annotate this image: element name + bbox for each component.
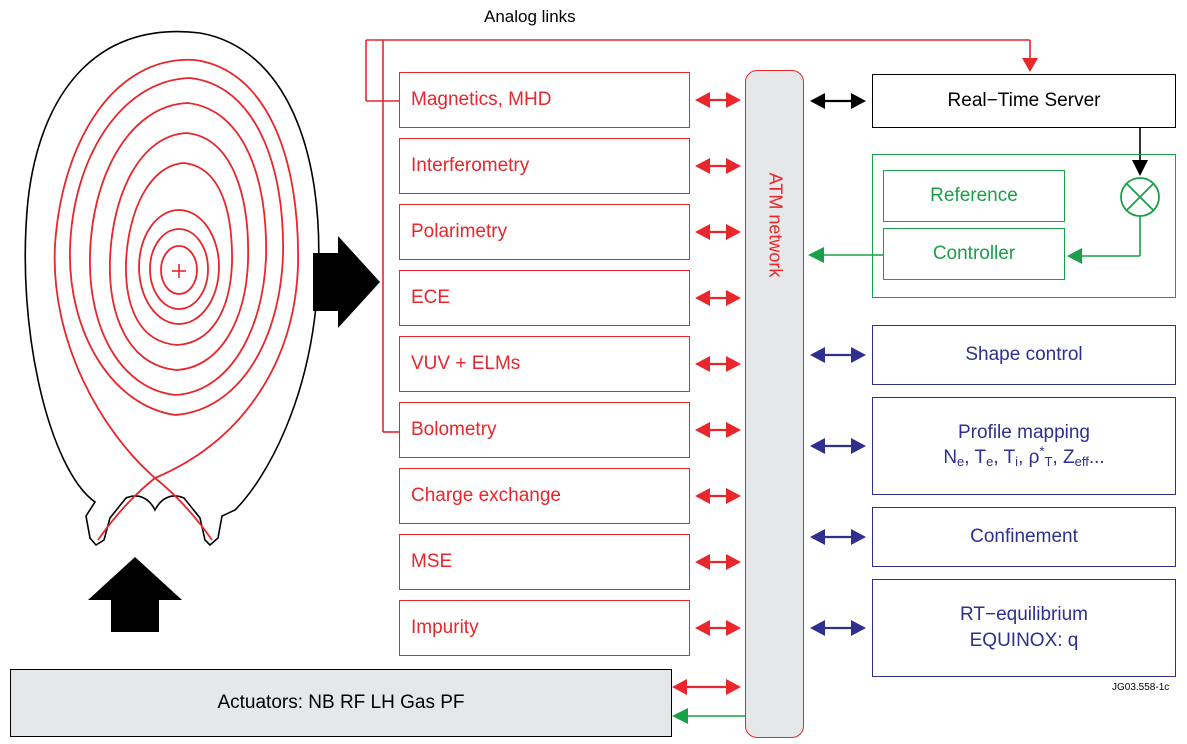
- control-group: [872, 154, 1176, 298]
- diagnostic-label: MSE: [411, 551, 453, 572]
- diagnostic-box: Magnetics, MHD: [399, 72, 690, 128]
- diagnostic-link-arrow-icon: [695, 356, 741, 372]
- reference-box: Reference: [883, 170, 1065, 222]
- profile-mapping-box: Profile mapping Ne, Te, Ti, ρ*T, Zeff...: [872, 397, 1176, 495]
- real-time-server-label: Real−Time Server: [947, 90, 1101, 111]
- server-down-arrowhead-icon: [1132, 160, 1148, 176]
- big-right-arrow-icon: [313, 236, 380, 328]
- diagnostic-label: ECE: [411, 287, 451, 308]
- controller-label: Controller: [932, 243, 1016, 264]
- diagnostic-link-arrow-icon: [695, 290, 741, 306]
- flux-surfaces: [69, 77, 284, 416]
- rt-equilibrium-box: RT−equilibrium EQUINOX: q: [872, 579, 1176, 677]
- module-link-arrow-icon: [810, 347, 866, 363]
- flux-surface-6: [149, 228, 209, 310]
- magnetic-axis-icon: [172, 264, 186, 278]
- controller-box: Controller: [883, 228, 1065, 280]
- flux-surface-3: [109, 132, 250, 371]
- diagnostic-link-arrow-icon: [695, 92, 741, 108]
- shape-control-box: Shape control: [872, 325, 1176, 385]
- rt-equilibrium-title: RT−equilibrium: [960, 604, 1088, 626]
- separatrix: [53, 59, 299, 541]
- diagnostic-box: VUV + ELMs: [399, 336, 690, 392]
- diagnostic-label: Polarimetry: [411, 221, 508, 242]
- big-up-arrow-icon: [88, 557, 182, 632]
- module-link-arrow-icon: [810, 438, 866, 454]
- diagnostic-box: MSE: [399, 534, 690, 590]
- rt-equilibrium-subtitle: EQUINOX: q: [969, 630, 1079, 651]
- profile-mapping-params: Ne, Te, Ti, ρ*T, Zeff...: [943, 443, 1105, 469]
- flux-surface-5: [138, 209, 220, 325]
- diagnostic-box: Polarimetry: [399, 204, 690, 260]
- diagnostic-link-arrow-icon: [695, 224, 741, 240]
- actuators-label: Actuators: NB RF LH Gas PF: [217, 692, 465, 713]
- flux-surface-1: [69, 77, 284, 416]
- diagnostic-label: Charge exchange: [411, 485, 561, 506]
- diagnostic-label: Magnetics, MHD: [411, 89, 552, 110]
- controller-to-network-arrowhead-icon: [808, 247, 824, 263]
- analog-link-arrowhead-icon: [1022, 58, 1038, 72]
- diagnostic-box: Impurity: [399, 600, 690, 656]
- diagnostic-label: Bolometry: [411, 419, 497, 440]
- flux-surface-2: [89, 102, 267, 396]
- confinement-box: Confinement: [872, 507, 1176, 567]
- server-link-arrow-icon: [810, 93, 866, 109]
- confinement-label: Confinement: [970, 526, 1078, 547]
- diagnostic-link-arrow-icon: [695, 620, 741, 636]
- diagnostic-box: Interferometry: [399, 138, 690, 194]
- actuator-link-arrow-icon: [672, 679, 741, 695]
- module-link-arrow-icon: [810, 620, 866, 636]
- diagnostic-link-arrow-icon: [695, 554, 741, 570]
- diagnostic-box: Bolometry: [399, 402, 690, 458]
- analog-links-label: Analog links: [484, 7, 576, 26]
- tokamak-vessel-outline: [24, 30, 320, 547]
- diagnostic-box: ECE: [399, 270, 690, 326]
- flux-surface-7: [160, 245, 198, 295]
- diagnostic-link-arrow-icon: [695, 422, 741, 438]
- network-to-actuators-arrowhead-icon: [672, 708, 688, 724]
- junction-to-controller-arrowhead-icon: [1067, 248, 1082, 264]
- real-time-server-box: Real−Time Server: [872, 74, 1176, 128]
- flux-surface-4: [125, 162, 233, 346]
- diagnostic-box: Charge exchange: [399, 468, 690, 524]
- diagnostic-label: Interferometry: [411, 155, 530, 176]
- atm-network-label: ATM network: [765, 172, 786, 278]
- diagnostic-link-arrow-icon: [695, 488, 741, 504]
- reference-label: Reference: [930, 185, 1018, 206]
- figure-id: JG03.558-1c: [1112, 682, 1170, 693]
- actuators-box: Actuators: NB RF LH Gas PF: [10, 669, 672, 737]
- diagnostic-label: VUV + ELMs: [411, 353, 521, 374]
- analog-links: [365, 39, 1031, 433]
- profile-mapping-title: Profile mapping: [957, 422, 1091, 444]
- atm-network-bus: [745, 70, 804, 738]
- double-arrows: [672, 92, 866, 695]
- module-link-arrow-icon: [810, 529, 866, 545]
- diagnostic-label: Impurity: [411, 617, 479, 638]
- diagnostic-link-arrow-icon: [695, 158, 741, 174]
- shape-control-label: Shape control: [965, 344, 1083, 365]
